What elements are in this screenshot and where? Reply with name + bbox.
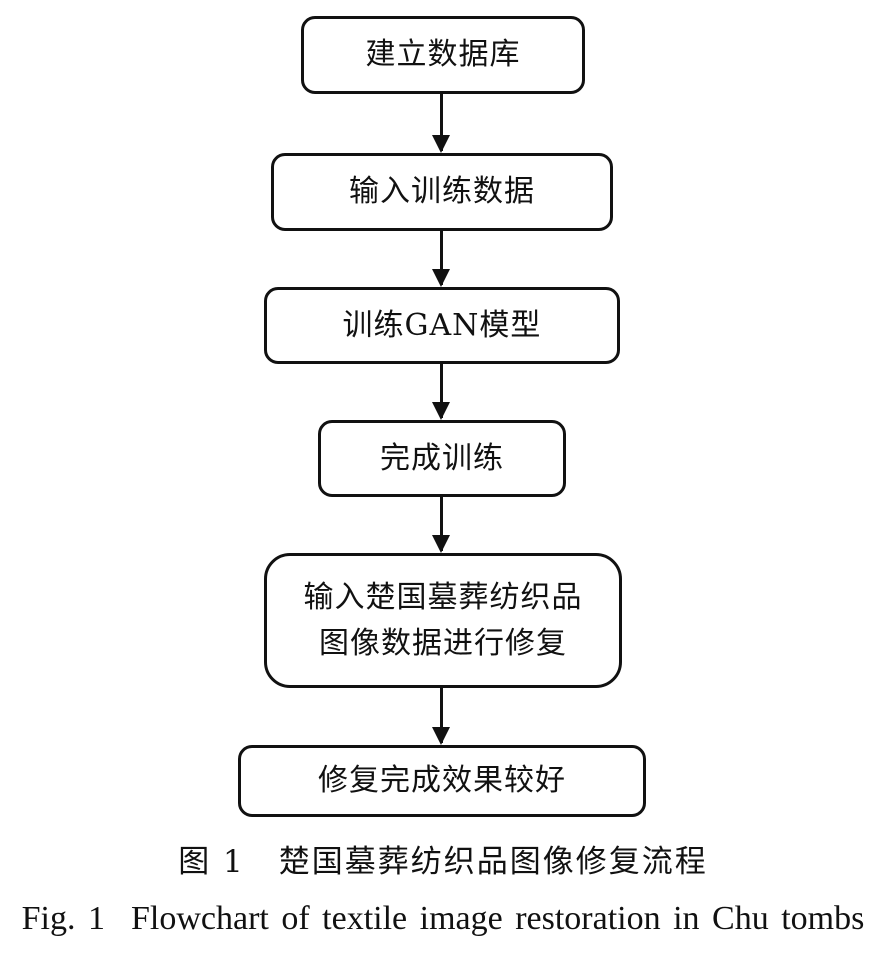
flow-arrow: [432, 364, 450, 420]
step-label: 修复完成效果较好: [318, 763, 566, 798]
step-label: 训练GAN模型: [342, 307, 542, 343]
step-label-line-2: 图像数据进行修复: [319, 625, 567, 661]
figure-caption-en: Fig. 1 Flowchart of textile image restora…: [0, 900, 886, 938]
flow-arrow: [432, 497, 450, 553]
step-input-training-data: 输入训练数据: [271, 153, 613, 231]
figure-caption-zh: 图 1 楚国墓葬纺织品图像修复流程: [0, 836, 886, 881]
flow-arrow: [432, 231, 450, 287]
step-train-gan-model: 训练GAN模型: [264, 287, 620, 364]
step-build-database: 建立数据库: [301, 16, 585, 94]
step-label-line-1: 输入楚国墓葬纺织品: [303, 579, 583, 615]
step-label: 完成训练: [380, 440, 504, 476]
step-label: 建立数据库: [365, 37, 521, 72]
figure-title-en: Flowchart of textile image restoration i…: [130, 900, 865, 937]
step-restoration-result: 修复完成效果较好: [238, 745, 646, 817]
step-label: 输入训练数据: [349, 174, 535, 209]
figure-title-zh: 楚国墓葬纺织品图像修复流程: [278, 844, 708, 880]
flow-arrow: [432, 688, 450, 745]
step-input-textile-images: 输入楚国墓葬纺织品 图像数据进行修复: [264, 553, 622, 688]
flow-arrow: [432, 94, 450, 153]
figure-number-en: Fig. 1: [21, 900, 105, 937]
step-training-complete: 完成训练: [318, 420, 566, 497]
figure-number-zh: 图 1: [178, 844, 245, 880]
